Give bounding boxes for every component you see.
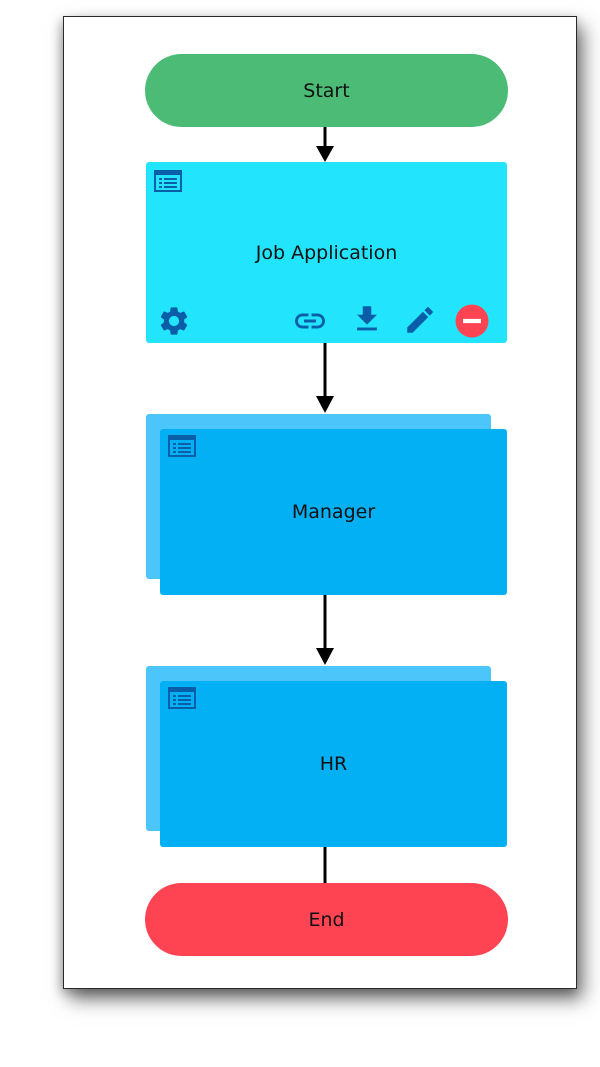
download-icon[interactable] [349, 301, 385, 337]
link-icon[interactable] [292, 303, 328, 339]
hr-label: HR [319, 753, 348, 775]
hr-node[interactable]: HR [160, 681, 507, 847]
edit-icon[interactable] [402, 302, 438, 338]
manager-node[interactable]: Manager [160, 429, 507, 595]
end-node[interactable]: End [145, 883, 508, 956]
form-icon [168, 687, 196, 709]
job-application-node[interactable]: Job Application [146, 162, 507, 343]
form-icon [154, 170, 182, 192]
delete-icon[interactable] [454, 303, 490, 339]
form-icon [168, 435, 196, 457]
manager-label: Manager [291, 501, 376, 523]
end-label: End [308, 908, 345, 931]
start-node[interactable]: Start [145, 54, 508, 127]
gear-icon[interactable] [156, 303, 192, 339]
job-application-label: Job Application [255, 241, 398, 264]
start-label: Start [303, 79, 350, 102]
